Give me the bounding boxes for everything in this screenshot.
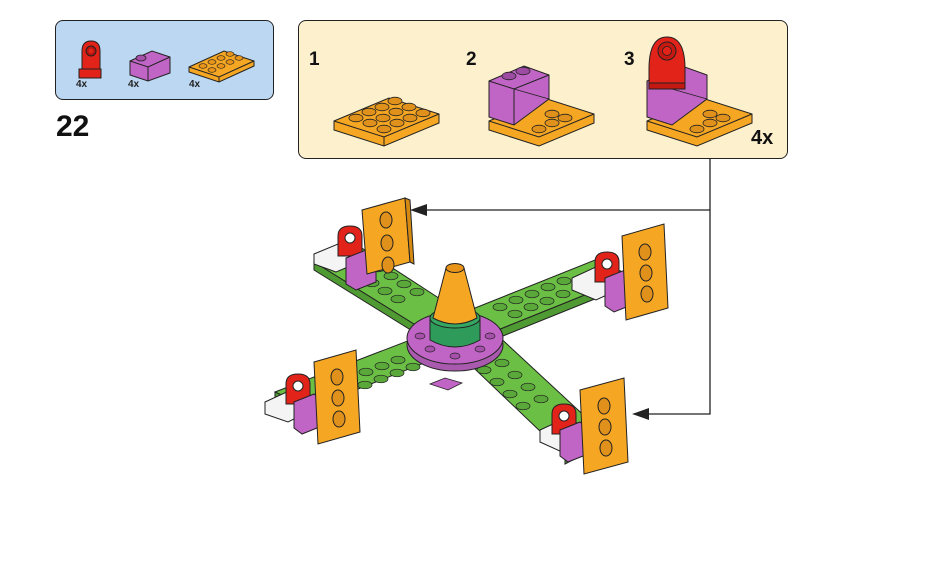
- arm-end-lower-right: [539, 377, 629, 475]
- multiplier-label: 4x: [751, 127, 774, 149]
- arm-end-upper-right: [571, 223, 669, 321]
- substep-3-assembly-icon: [646, 36, 753, 147]
- center-cone: [429, 263, 481, 348]
- red-pin-brick-icon: [78, 40, 102, 79]
- substep-2-slope-icon: [488, 65, 595, 147]
- substep-1-number: 1: [309, 49, 320, 70]
- orange-plate-icon: [188, 50, 255, 83]
- callout-arrows: [415, 158, 711, 415]
- substep-1-plate-icon: [333, 96, 440, 147]
- substep-3-number: 3: [624, 49, 635, 70]
- purple-slope-icon: [129, 50, 171, 82]
- subassembly-callout: 1 2 3 4x: [298, 20, 788, 159]
- substep-graphics: [333, 36, 753, 147]
- part-qty-orange: 4x: [189, 79, 201, 90]
- part-qty-red: 4x: [76, 79, 88, 90]
- parts-graphics: [78, 40, 255, 83]
- arrow-heads: [410, 204, 649, 420]
- substep-2-number: 2: [466, 49, 477, 70]
- part-qty-purple: 4x: [128, 79, 140, 90]
- arm-end-lower-left: [264, 349, 361, 445]
- step-number: 22: [56, 110, 90, 143]
- parts-callout: 4x 4x 4x: [55, 20, 274, 100]
- arm-end-upper-left: [313, 197, 415, 291]
